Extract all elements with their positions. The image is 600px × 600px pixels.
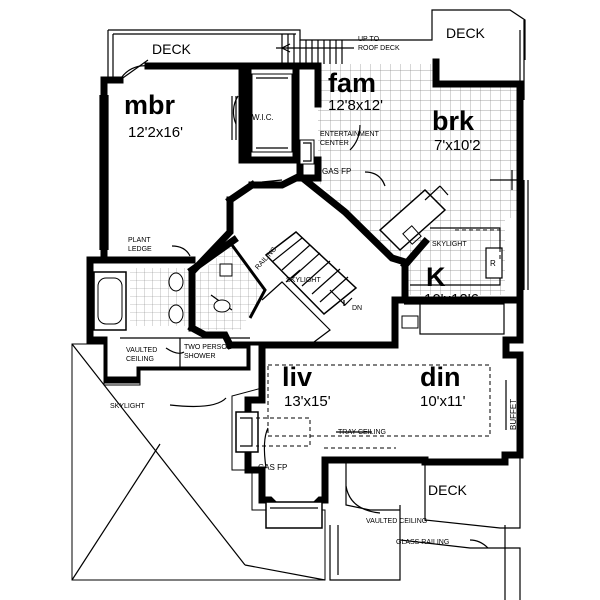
- interior-walls: [156, 62, 430, 350]
- skylight-left-label: SKYLIGHT: [110, 403, 145, 410]
- doors: [119, 59, 283, 311]
- gas-fp-top-label: GAS FP: [322, 167, 351, 176]
- wic-label: W.I.C.: [252, 113, 274, 122]
- k-name: K: [426, 262, 446, 292]
- vaulted-left-2: CEILING: [126, 356, 154, 363]
- fam-name: fam: [328, 68, 376, 98]
- skylight-kitchen-label: SKYLIGHT: [432, 241, 467, 248]
- bottom-deck: [329, 455, 521, 600]
- two-person-label: TWO PERSON: [184, 344, 232, 351]
- glass-railing-label: GLASS RAILING: [396, 539, 449, 546]
- vaulted-left-1: VAULTED: [126, 347, 157, 354]
- brk-name: brk: [432, 106, 475, 136]
- gas-fp-bottom-label: GAS FP: [258, 463, 287, 472]
- deck-bottom-label: DECK: [428, 482, 468, 498]
- east-window: [523, 180, 529, 290]
- liv-size: 13'x15': [284, 393, 331, 410]
- stair: [261, 231, 358, 346]
- entertainment-label-2: CENTER: [320, 140, 349, 147]
- ledge-label: LEDGE: [128, 246, 152, 253]
- up-to-label: UP TO: [358, 36, 380, 43]
- shower-label: SHOWER: [184, 353, 216, 360]
- brk-size: 7'x10'2: [434, 137, 481, 154]
- sw-roof: [71, 343, 326, 581]
- leader-lines: [165, 124, 489, 549]
- liv-din: [235, 341, 519, 529]
- wic-closet: [251, 73, 293, 153]
- liv-name: liv: [282, 362, 312, 392]
- mbr-name: mbr: [124, 90, 176, 120]
- mbr-window: [99, 95, 109, 250]
- deck-top-right-label: DECK: [446, 25, 486, 41]
- kitchen-skylight: [455, 229, 501, 260]
- vaulted-bottom-label: VAULTED CEILING: [366, 518, 427, 525]
- deck-top-left-label: DECK: [152, 41, 192, 57]
- skylight-stair-label: SKYLIGHT: [286, 277, 321, 284]
- tile-floors: [130, 64, 520, 330]
- entertainment-label-1: ENTERTAINMENT: [320, 131, 380, 138]
- plant-label: PLANT: [128, 237, 151, 244]
- din-name: din: [420, 362, 461, 392]
- exterior-walls: [86, 58, 524, 466]
- mbr-size: 12'2x16': [128, 124, 183, 141]
- din-size: 10'x11': [420, 393, 466, 410]
- roof-deck-stair: [276, 34, 354, 64]
- roof-deck-label: ROOF DECK: [358, 45, 400, 52]
- refrigerator-label: R: [490, 259, 496, 268]
- buffet-label: BUFFET: [509, 399, 518, 430]
- tray-ceiling-label: TRAY CEILING: [338, 429, 386, 436]
- master-bath: [93, 263, 250, 370]
- top-deck: [107, 9, 526, 100]
- entertainment-center: [299, 139, 315, 165]
- k-size: 10'x12'6: [424, 291, 479, 308]
- kitchen-counters: [378, 170, 520, 335]
- fam-size: 12'8x12': [328, 97, 383, 114]
- dn-label: DN: [352, 305, 362, 312]
